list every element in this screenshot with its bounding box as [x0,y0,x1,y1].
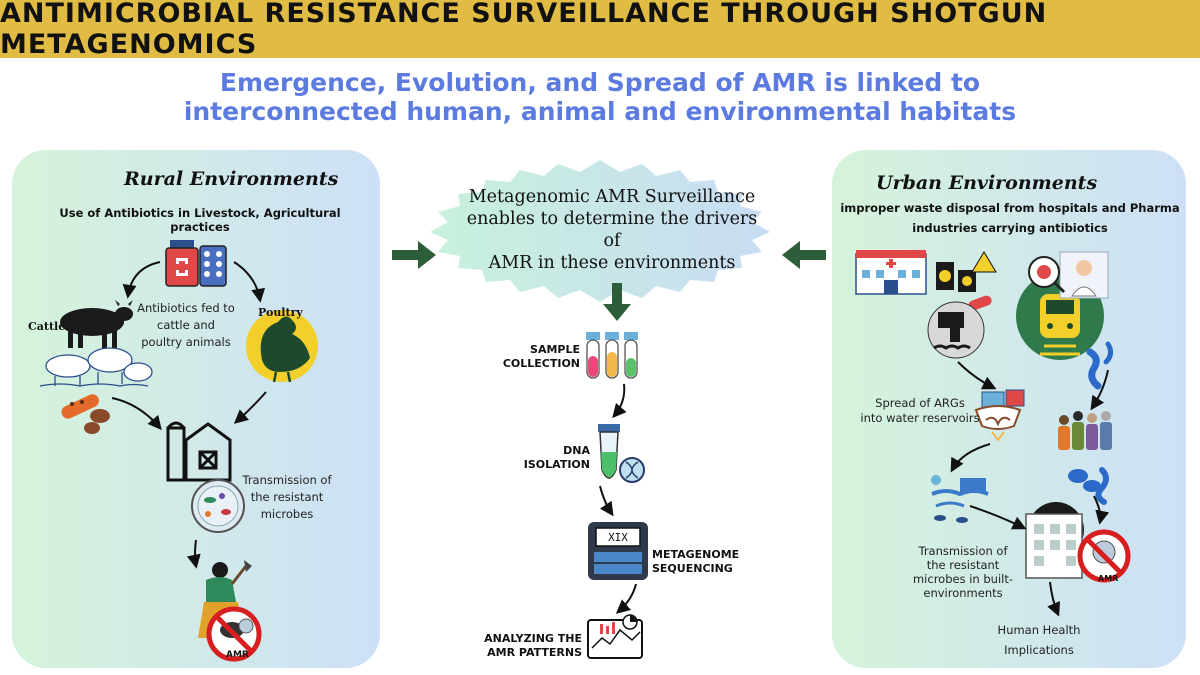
header-banner: ANTIMICROBIAL RESISTANCE SURVEILLANCE TH… [0,0,1200,60]
urban-health-note: Human Health Implications [997,623,1081,657]
subtitle-line-2: interconnected human, animal and environ… [183,97,1017,126]
sample-tubes-icon [586,332,638,379]
waste-barrels-icon [936,251,997,311]
step-analyzing-amr: ANALYZING THE AMR PATTERNS [484,632,582,659]
cow-icon [60,300,133,348]
poultry-icon [246,310,318,383]
pill-pack-icon [199,245,227,287]
hospital-icon [855,250,927,295]
urban-spread-note: Spread of ARGs into water reservoirs [860,396,980,425]
urban-title: Urban Environments [876,172,1098,194]
sewage-pipe-icon [927,301,985,359]
cattle-label: Cattle [28,320,66,333]
pipeline-arrows [599,383,637,614]
rural-amr-badge: AMR [226,650,249,660]
urban-subtitle: improper waste disposal from hospitals a… [840,201,1180,235]
rural-title: Rural Environments [124,168,339,190]
page-title: ANTIMICROBIAL RESISTANCE SURVEILLANCE TH… [0,0,1048,60]
worker-icon [1028,251,1109,299]
drain-fish-icon [931,475,989,523]
surveillance-burst [430,160,770,302]
city-building-icon [1025,502,1084,579]
arrow-right-icon [392,241,436,269]
step-sample-collection: SAMPLE COLLECTION [502,343,580,370]
cluster-bacteria-icon [1068,467,1109,505]
poultry-label: Poultry [258,306,303,319]
petri-dish-icon [191,479,245,533]
people-icon [1058,411,1112,450]
subtitle-line-1: Emergence, Evolution, and Spread of AMR … [219,68,981,97]
rural-flow-arrows [111,261,267,569]
rural-fed-note: Antibiotics fed to cattle and poultry an… [137,301,235,349]
step-metagenome-sequencing: METAGENOME SEQUENCING [652,548,740,575]
antibiotic-bottle-icon [165,240,199,287]
urban-flow-arrows [950,361,1110,617]
barn-icon [166,421,232,482]
svg-text:XIX: XIX [608,531,628,544]
surveillance-text: Metagenomic AMR Surveillance enables to … [466,187,758,273]
rural-transmission-note: Transmission of the resistant microbes [242,473,332,521]
urban-transmission-note: Transmission of the resistant microbes i… [912,544,1014,600]
no-amr-icon [206,606,262,662]
water-reservoir-icon [974,389,1025,442]
sequencer-icon: XIX [588,522,648,580]
sheep-icon [39,347,153,387]
no-amr-urban-icon [1077,529,1131,583]
arrow-down-icon [603,283,631,321]
arrow-left-icon [782,241,826,269]
bacteria-icon [61,394,110,434]
dna-tube-icon [598,424,645,483]
step-dna-isolation: DNA ISOLATION [523,444,590,471]
blue-bacteria-icon [1086,341,1114,390]
urban-amr-badge: AMR [1098,574,1119,583]
rural-subtitle: Use of Antibiotics in Livestock, Agricul… [59,206,341,234]
subtitle: Emergence, Evolution, and Spread of AMR … [0,68,1200,126]
analysis-chart-icon [587,614,643,659]
